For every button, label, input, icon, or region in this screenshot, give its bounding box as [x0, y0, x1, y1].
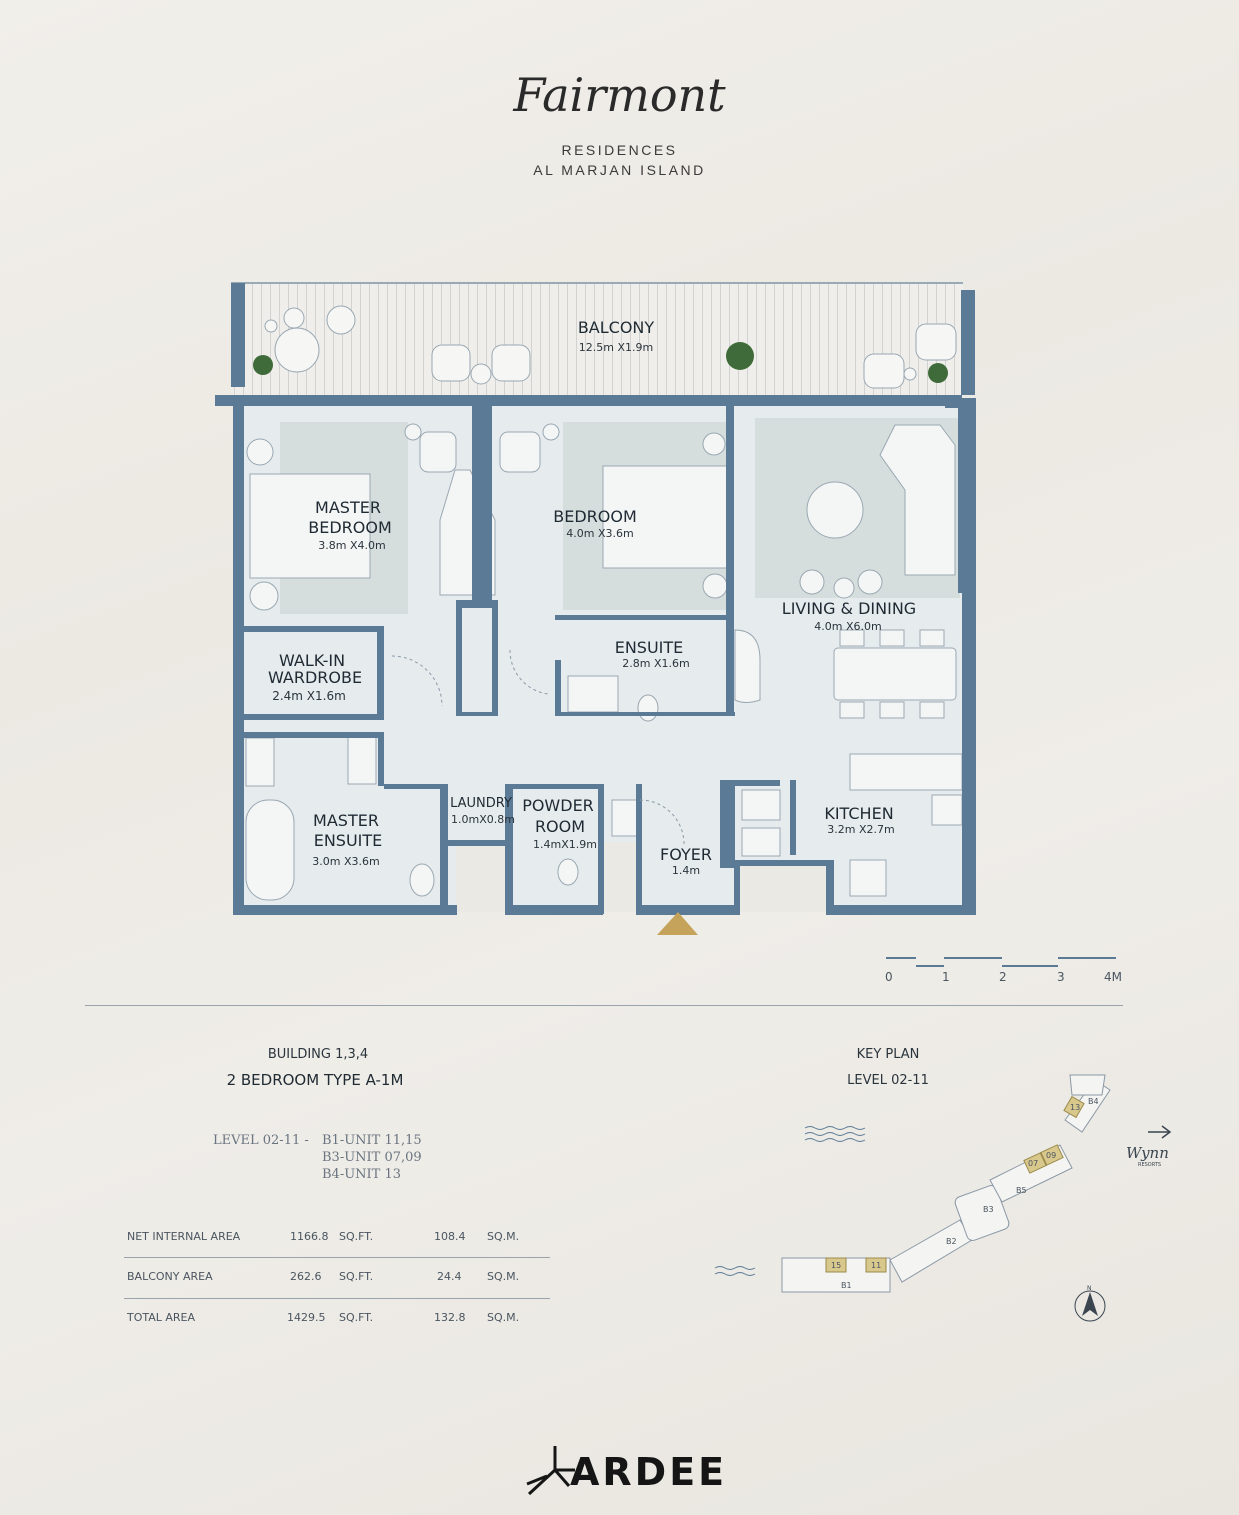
walls	[215, 395, 976, 915]
kitchen-size: 3.2m X2.7m	[827, 823, 895, 836]
area-sqm: 132.8	[434, 1311, 466, 1324]
key-plan-title: KEY PLAN	[856, 1047, 920, 1062]
key-plan-map: 15 11 07 09 13 B1 B2 B3 B5 B4 Wynn RESOR…	[714, 1074, 1172, 1322]
area-label: NET INTERNAL AREA	[127, 1230, 241, 1243]
coffee-table	[806, 481, 864, 539]
plant-icons	[253, 342, 948, 383]
svg-text:N: N	[1087, 1285, 1092, 1292]
kp-b3: B3	[983, 1205, 994, 1214]
ardee-star-icon	[526, 1446, 575, 1496]
scale-tick-4: 4M	[1104, 970, 1122, 984]
area-sqm: 24.4	[437, 1270, 462, 1283]
walk-in-wardrobe-label-1: WALK-IN	[278, 651, 346, 670]
walk-in-wardrobe-size: 2.4m X1.6m	[272, 689, 346, 703]
ensuite-label: ENSUITE	[614, 638, 684, 657]
balcony-label: BALCONY	[577, 318, 655, 337]
area-sqft-unit: SQ.FT.	[339, 1311, 374, 1324]
scale-tick-0: 0	[885, 970, 893, 984]
living-dining-label: LIVING & DINING	[781, 599, 917, 618]
bedroom-label: BEDROOM	[553, 507, 637, 526]
wynn-sub: RESORTS	[1138, 1162, 1161, 1168]
master-ensuite-size: 3.0m X3.6m	[312, 855, 380, 868]
table-row: BALCONY AREA 262.6 SQ.FT. 24.4 SQ.M.	[124, 1258, 550, 1299]
ensuite-size: 2.8m X1.6m	[622, 657, 690, 670]
dining-table	[833, 647, 957, 701]
area-sqm: 108.4	[434, 1230, 466, 1243]
master-ensuite-label-2: ENSUITE	[313, 831, 383, 850]
scale-tick-1: 1	[942, 970, 950, 984]
bedroom-size: 4.0m X3.6m	[566, 527, 634, 540]
kp-b2: B2	[946, 1237, 957, 1246]
foyer-label: FOYER	[660, 845, 712, 864]
bed	[602, 465, 728, 569]
kp-b5: B5	[1016, 1186, 1027, 1195]
kp-b4: B4	[1088, 1097, 1099, 1106]
level-label: LEVEL 02-11 -	[213, 1133, 309, 1148]
area-sqm-unit: SQ.M.	[487, 1270, 520, 1283]
table-row: TOTAL AREA 1429.5 SQ.FT. 132.8 SQ.M.	[124, 1299, 550, 1333]
table-row: NET INTERNAL AREA 1166.8 SQ.FT. 108.4 SQ…	[124, 1228, 550, 1258]
floor-plan	[215, 282, 976, 935]
entrance-marker	[657, 912, 698, 935]
powder-room-size: 1.4mX1.9m	[533, 838, 597, 851]
area-sqft-unit: SQ.FT.	[339, 1230, 374, 1243]
unit-type: 2 BEDROOM TYPE A-1M	[226, 1071, 404, 1089]
powder-room-label-2: ROOM	[534, 817, 586, 836]
balcony-area	[231, 283, 963, 395]
kp-unit-07: 07	[1028, 1159, 1038, 1168]
kp-unit-15: 15	[831, 1261, 841, 1270]
area-label: TOTAL AREA	[127, 1311, 196, 1324]
area-sqft: 262.6	[290, 1270, 322, 1283]
wynn-logo: Wynn	[1126, 1144, 1169, 1162]
logo-location: AL MARJAN ISLAND	[533, 162, 706, 178]
scale-bar	[886, 957, 1116, 967]
area-sqm-unit: SQ.M.	[487, 1230, 520, 1243]
key-plan-level: LEVEL 02-11	[847, 1073, 929, 1088]
units-line-1: B1-UNIT 11,15	[322, 1133, 422, 1148]
area-sqft-unit: SQ.FT.	[339, 1270, 374, 1283]
section-divider	[85, 1005, 1123, 1006]
building-label: BUILDING 1,3,4	[267, 1047, 369, 1062]
sofa	[879, 424, 956, 576]
foyer-size: 1.4m	[671, 864, 701, 877]
powder-room-label-1: POWDER	[522, 796, 594, 815]
ardee-logo: ARDEE	[570, 1450, 728, 1494]
laundry-label: LAUNDRY	[450, 796, 512, 811]
master-bedroom-label-2: BEDROOM	[308, 518, 392, 537]
kitchen-label: KITCHEN	[824, 804, 894, 823]
bathtub	[245, 799, 295, 901]
water-icon	[714, 1126, 866, 1276]
units-line-2: B3-UNIT 07,09	[322, 1150, 422, 1165]
master-bedroom-label-1: MASTER	[315, 498, 381, 517]
area-sqft: 1166.8	[290, 1230, 329, 1243]
area-sqft: 1429.5	[287, 1311, 326, 1324]
master-bedroom-size: 3.8m X4.0m	[318, 539, 386, 552]
kp-unit-13: 13	[1070, 1103, 1080, 1112]
scale-tick-3: 3	[1057, 970, 1065, 984]
master-ensuite-label-1: MASTER	[313, 811, 379, 830]
logo-residences: RESIDENCES	[561, 142, 678, 158]
area-sqm-unit: SQ.M.	[487, 1311, 520, 1324]
balcony-size: 12.5m X1.9m	[578, 341, 654, 354]
walk-in-wardrobe-label-2: WARDROBE	[267, 668, 363, 687]
kp-b1: B1	[841, 1281, 852, 1290]
area-label: BALCONY AREA	[127, 1270, 213, 1283]
laundry-size: 1.0mX0.8m	[451, 813, 515, 826]
master-bed	[249, 473, 371, 579]
units-line-3: B4-UNIT 13	[322, 1167, 402, 1182]
north-arrow-icon: N	[1074, 1285, 1106, 1322]
area-table: NET INTERNAL AREA 1166.8 SQ.FT. 108.4 SQ…	[124, 1228, 550, 1333]
arrow-right-icon	[1148, 1125, 1172, 1139]
scale-tick-2: 2	[999, 970, 1007, 984]
fairmont-logo: Fairmont	[513, 68, 726, 122]
kp-unit-11: 11	[871, 1261, 881, 1270]
living-dining-size: 4.0m X6.0m	[814, 620, 882, 633]
kp-unit-09: 09	[1046, 1151, 1056, 1160]
